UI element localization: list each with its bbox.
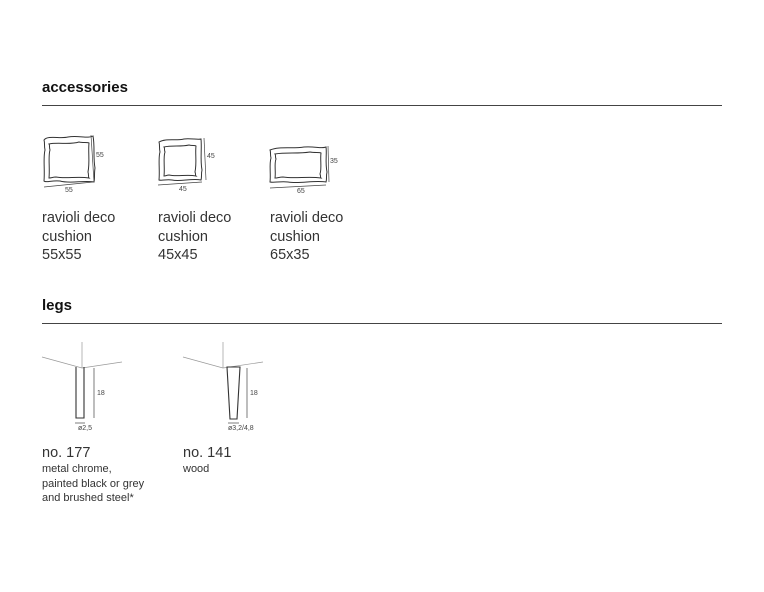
cushion-55x55-width-label: 55 [65, 187, 73, 194]
cushion-name-line1: ravioli deco [158, 210, 232, 226]
cushion-name-line1: ravioli deco [42, 210, 116, 226]
leg-177-drawing: 18 ø2,5 [41, 342, 123, 432]
section-divider-legs [42, 323, 722, 324]
leg-177-height-label: 18 [97, 390, 105, 397]
leg-item-177: 18 ø2,5 no. 177 metal chrome, painted bl… [41, 340, 145, 506]
cushion-55x55-drawing: 55 55 [43, 134, 104, 194]
cushion-name-line2: cushion [270, 228, 320, 245]
leg-desc-line2: painted black or grey [42, 477, 145, 490]
cushion-name-line2: cushion [158, 228, 208, 245]
section-title-legs: legs [42, 297, 73, 314]
leg-desc-line1: metal chrome, [42, 463, 112, 475]
leg-desc-line1: wood [183, 463, 210, 475]
leg-name: no. 141 [183, 445, 232, 461]
cushion-45x45-width-label: 45 [179, 186, 187, 193]
leg-name: no. 177 [42, 445, 91, 461]
cushion-size: 45x45 [158, 247, 198, 263]
cushion-name-line2: cushion [42, 228, 92, 245]
leg-177-diameter-label: ø2,5 [78, 425, 92, 432]
leg-141-drawing: 18 ø3,2/4,8 [182, 342, 264, 432]
cushion-name-line1: ravioli deco [270, 210, 344, 226]
cushion-65x35-width-label: 65 [297, 188, 305, 195]
cushion-45x45-height-label: 45 [207, 153, 215, 160]
section-title-accessories: accessories [42, 79, 128, 96]
leg-item-141: 18 ø3,2/4,8 no. 141 wood [182, 340, 273, 477]
section-divider-accessories [42, 105, 722, 106]
cushion-item-45x45: 45 45 ravioli deco cushion 45x45 [154, 130, 231, 265]
leg-141-diameter-label: ø3,2/4,8 [228, 425, 254, 432]
cushion-size: 65x35 [270, 247, 310, 263]
cushion-65x35-height-label: 35 [330, 158, 338, 165]
leg-desc-line3: and brushed steel* [42, 492, 134, 504]
cushion-item-65x35: 35 65 ravioli deco cushion 65x35 [266, 130, 356, 265]
cushion-size: 55x55 [42, 247, 82, 263]
cushion-65x35-drawing: 35 65 [269, 145, 338, 195]
cushion-45x45-drawing: 45 45 [157, 137, 215, 193]
leg-141-height-label: 18 [250, 390, 258, 397]
cushion-item-55x55: 55 55 ravioli deco cushion 55x55 [38, 130, 115, 265]
cushion-55x55-height-label: 55 [96, 152, 104, 159]
